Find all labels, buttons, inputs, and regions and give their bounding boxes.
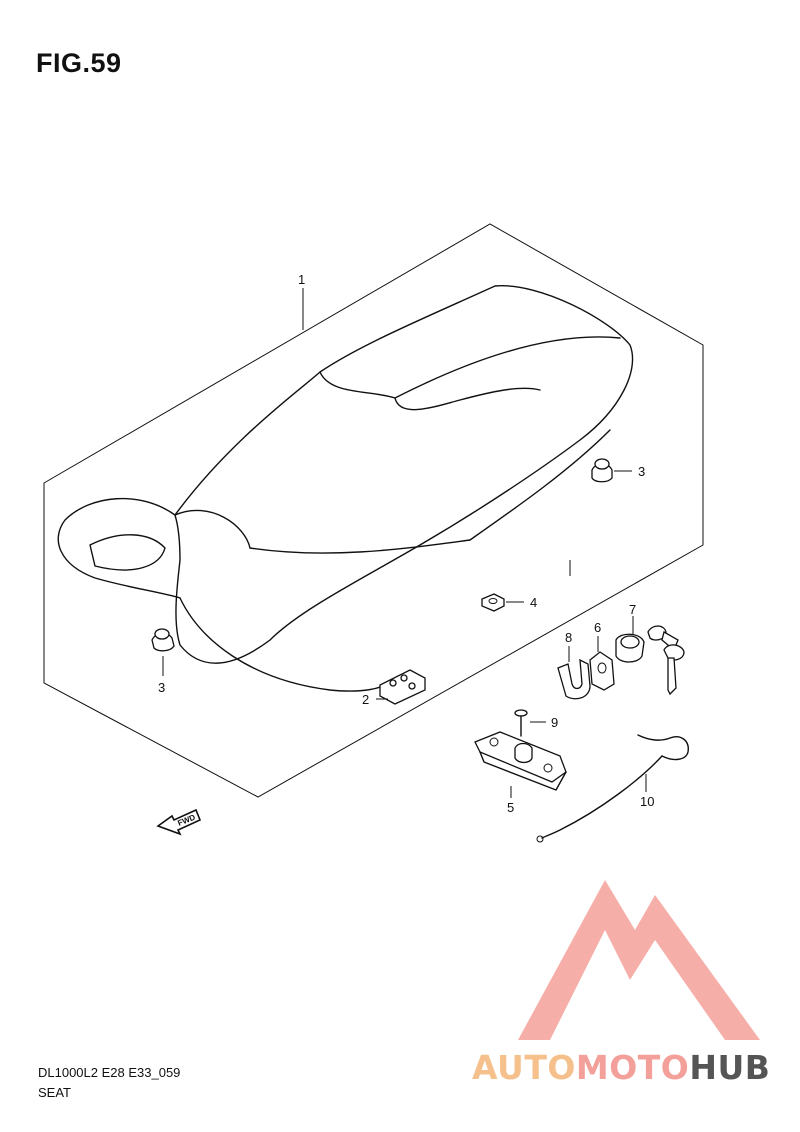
screw-part [514, 709, 546, 737]
watermark-text: AUTOMOTOHUB [472, 1048, 770, 1087]
callout-10: 10 [640, 794, 654, 809]
nut-part [481, 593, 524, 612]
callout-3-upper: 3 [638, 464, 645, 479]
watermark-part-2: MOTO [575, 1048, 690, 1087]
callout-6: 6 [594, 620, 601, 635]
figure-title: FIG.59 [36, 48, 122, 78]
assembly-outline [43, 223, 704, 798]
callout-5: 5 [507, 800, 514, 815]
callout-9: 9 [551, 715, 558, 730]
fwd-arrow-icon: FWD [156, 808, 202, 836]
callout-8: 8 [565, 630, 572, 645]
watermark-part-3: HUB [689, 1048, 771, 1087]
lock-part [615, 616, 685, 696]
diagram-name: SEAT [38, 1085, 71, 1100]
hook-part [557, 646, 591, 700]
diagram-code: DL1000L2 E28 E33_059 [38, 1065, 181, 1080]
watermark-logo-icon [518, 880, 760, 1040]
seat-part [57, 285, 634, 692]
callout-4: 4 [530, 595, 537, 610]
callout-1: 1 [298, 272, 305, 287]
callout-3-lower: 3 [158, 680, 165, 695]
footer: DL1000L2 E28 E33_059 SEAT [38, 1063, 180, 1103]
cable-part [536, 734, 689, 843]
callout-2: 2 [362, 692, 369, 707]
watermark-part-1: AUTO [472, 1048, 576, 1087]
cushion-part-upper [591, 458, 632, 483]
plate-part [589, 636, 615, 691]
bracket-part [376, 669, 426, 705]
callout-7: 7 [629, 602, 636, 617]
cushion-part-lower [151, 628, 175, 676]
latch-part [474, 731, 567, 798]
